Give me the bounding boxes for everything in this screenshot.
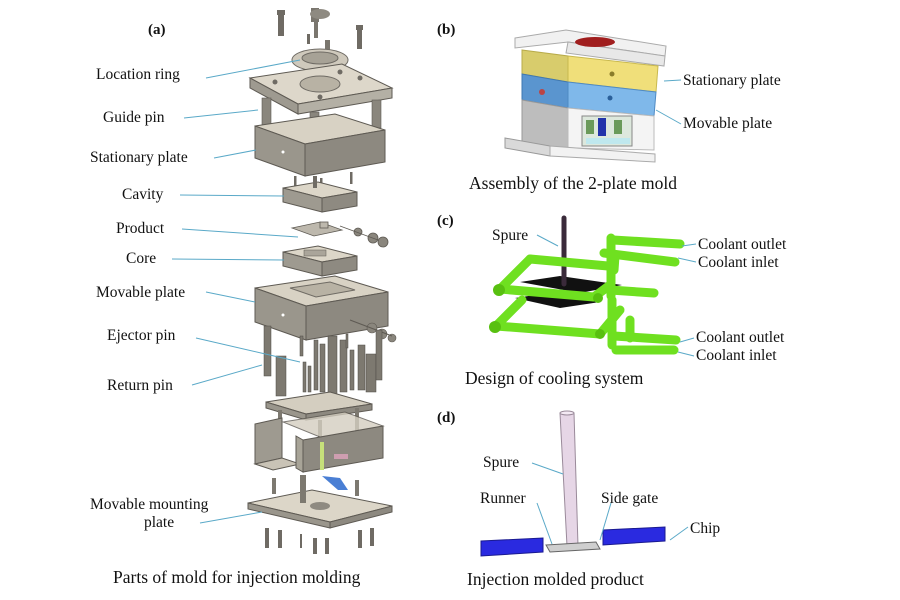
exploded-mold-drawing	[247, 8, 397, 554]
label-location-ring: Location ring	[96, 66, 180, 83]
label-b-movable-plate: Movable plate	[683, 115, 773, 132]
label-c-coolant-inlet-bottom: Coolant inlet	[696, 347, 777, 364]
panel-c-tag: (c)	[437, 213, 454, 229]
ejector-accent-part	[322, 476, 348, 490]
chip-left	[480, 537, 544, 557]
label-core: Core	[126, 250, 157, 267]
label-c-spure: Spure	[492, 227, 529, 244]
leader-lines-a	[171, 59, 301, 524]
location-ring-b	[575, 37, 615, 47]
core-part	[282, 245, 358, 277]
panel-d-tag: (d)	[437, 410, 456, 426]
top-screws	[277, 10, 363, 49]
molded-product-drawing	[480, 410, 666, 557]
stationary-plate-part	[254, 113, 386, 177]
leader-lines-b	[655, 79, 682, 125]
label-stationary-plate: Stationary plate	[90, 149, 188, 166]
label-product: Product	[116, 220, 165, 237]
label-ejector-pin: Ejector pin	[107, 327, 176, 344]
label-guide-pin: Guide pin	[103, 109, 165, 126]
label-c-coolant-outlet-bottom: Coolant outlet	[696, 329, 785, 346]
label-movable-mounting-plate-line2: plate	[144, 514, 175, 531]
cooling-system-drawing	[489, 215, 685, 355]
label-d-chip: Chip	[690, 520, 721, 537]
chip-right	[602, 526, 666, 546]
caption-c: Design of cooling system	[465, 368, 644, 388]
label-movable-plate: Movable plate	[96, 284, 186, 301]
movable-plate-part	[254, 275, 397, 343]
top-clamp-plate	[248, 63, 394, 115]
label-d-side-gate: Side gate	[601, 490, 659, 507]
leader-lines-d	[531, 462, 689, 545]
label-movable-mounting-plate-line1: Movable mounting	[90, 496, 209, 513]
spacer-blocks	[253, 411, 385, 473]
panel-a-tag: (a)	[148, 22, 166, 38]
label-d-runner: Runner	[480, 490, 526, 507]
movable-mounting-plate-part	[247, 475, 393, 529]
cavity-part	[282, 176, 358, 213]
label-b-stationary-plate: Stationary plate	[683, 72, 781, 89]
leader-lines-c	[536, 234, 697, 357]
label-return-pin: Return pin	[107, 377, 173, 394]
caption-b: Assembly of the 2-plate mold	[469, 173, 678, 193]
label-c-coolant-inlet-top: Coolant inlet	[698, 254, 779, 271]
caption-a: Parts of mold for injection molding	[113, 567, 361, 587]
runner-d	[545, 541, 601, 553]
mold-assembly-drawing	[504, 29, 667, 163]
bottom-screws	[265, 528, 374, 554]
label-c-coolant-outlet-top: Coolant outlet	[698, 236, 787, 253]
ejector-and-return-pins	[263, 325, 383, 397]
product-part	[290, 221, 389, 248]
label-cavity: Cavity	[122, 186, 164, 203]
sprue-d	[559, 412, 579, 547]
panel-b-tag: (b)	[437, 22, 456, 38]
caption-d: Injection molded product	[467, 569, 644, 589]
sprue-bushing	[310, 8, 330, 54]
label-d-spure: Spure	[483, 454, 520, 471]
